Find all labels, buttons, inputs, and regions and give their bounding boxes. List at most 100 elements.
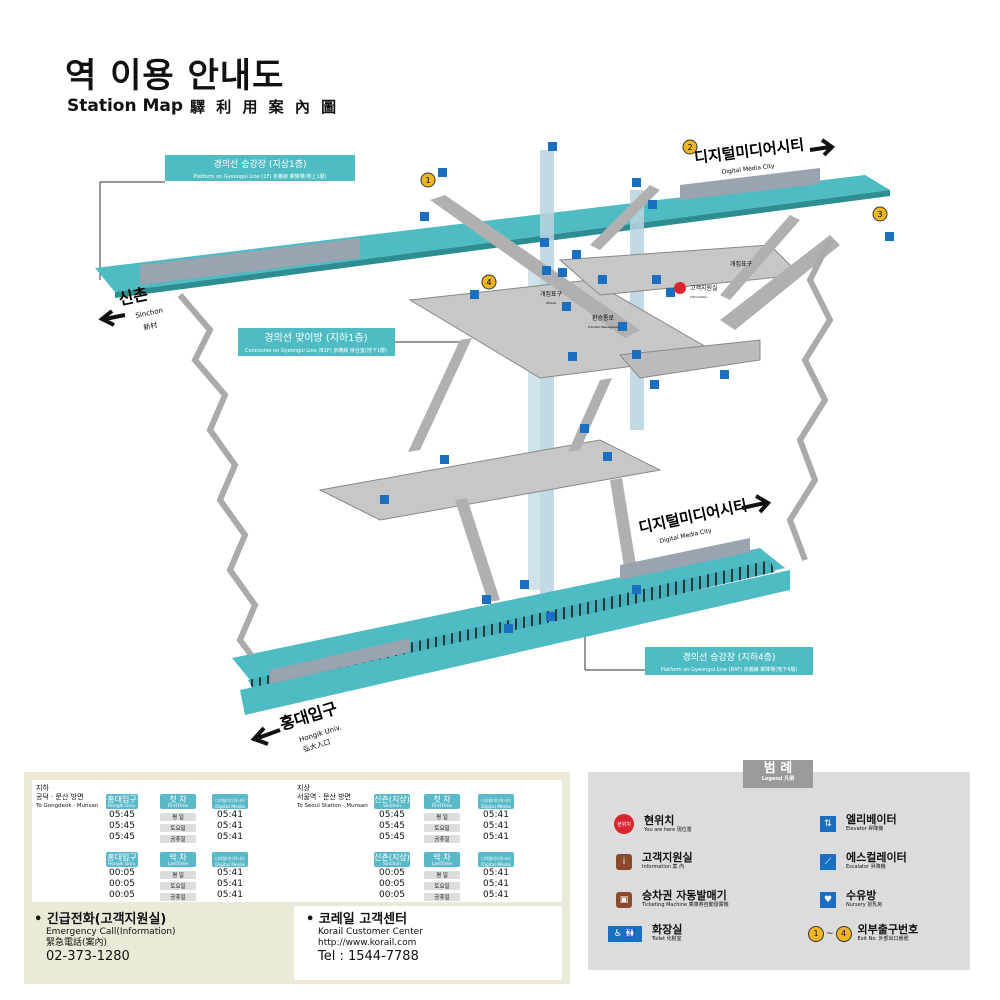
elevator-icon [632, 178, 641, 187]
nursery-icon: ♥ [820, 891, 836, 908]
svg-text:디지털미디어시티: 디지털미디어시티 [693, 136, 805, 167]
you-are-here-icon: 현위치 [614, 814, 634, 834]
ticket-machine-icon [562, 302, 571, 311]
svg-text:Transfer Passageway: Transfer Passageway [587, 325, 620, 329]
svg-text:新村: 新村 [143, 320, 159, 332]
station-badge: 신촌(지상)Sinchon [374, 794, 410, 809]
elevator-icon [520, 580, 529, 589]
label-platform-1f: 경의선 승강장 (지상1층) Platform on Gyeongui Line… [165, 155, 355, 181]
elevator-icon [548, 142, 557, 151]
gate-label-2: 개집표구 [730, 260, 753, 268]
label-concourse-b1f: 경의선 맞이방 (지하1층) Concourse on Gyeongui Lin… [238, 328, 395, 356]
elevator-icon [632, 350, 641, 359]
label-platform-b4f: 경의선 승강장 (지하4층) Platform on Gyeongui Line… [645, 647, 813, 675]
svg-text:Platform on Gyeongui Line (1F): Platform on Gyeongui Line (1F) 京義線 乘降場(地… [193, 173, 326, 180]
escalator-icon [482, 595, 491, 604]
middle-level [318, 439, 662, 521]
escalator-icon [618, 322, 627, 331]
svg-text:경의선 맞이방 (지하1층): 경의선 맞이방 (지하1층) [264, 331, 367, 344]
escalator-icon [568, 352, 577, 361]
station-map-diagram: 1 2 3 4 개집표구 Wicket 환승통로 [95, 136, 894, 754]
gate-label-1: 개집표구 [540, 290, 563, 298]
ticket-machine-icon: ▣ [616, 891, 632, 908]
ticket-machine-icon [558, 268, 567, 277]
elevator-icon [542, 266, 551, 275]
escalator-icon [650, 380, 659, 389]
train-1f-left [140, 238, 360, 285]
elevator-icon: ⇅ [820, 815, 836, 832]
nursery-icon [652, 275, 661, 284]
escalator-icon [572, 250, 581, 259]
page-title-cjk: 驛 利 用 案 內 圖 [190, 98, 340, 116]
svg-text:Sinchon: Sinchon [135, 306, 164, 320]
you-are-here-icon [674, 282, 686, 294]
svg-text:Digital Media City: Digital Media City [721, 163, 775, 176]
train-b4f-left [270, 638, 410, 684]
elevator-icon [648, 200, 657, 209]
escalator-icon [504, 624, 513, 633]
direction-dmc-bottom: 디지털미디어시티 Digital Media City [637, 494, 772, 545]
transfer-label: 환승통로 [592, 314, 615, 322]
information-icon: i [616, 853, 632, 870]
svg-text:경의선 승강장 (지상1층): 경의선 승강장 (지상1층) [214, 158, 307, 170]
escalator-icon [540, 238, 549, 247]
escalator-icon [440, 455, 449, 464]
escalator-icon [632, 585, 641, 594]
escalator-icon [603, 452, 612, 461]
korail-contact: • 코레일 고객센터 Korail Customer Center http:/… [306, 912, 423, 964]
svg-text:2: 2 [687, 143, 692, 152]
station-badge: 신촌(지상)Sinchon [374, 852, 410, 867]
svg-text:Platform on Gyeongui Line (B4F: Platform on Gyeongui Line (B4F) 京義線 乘降場(… [661, 666, 798, 673]
info-label: 고객지원실 [690, 284, 718, 292]
escalator-icon [438, 168, 447, 177]
svg-text:경의선 승강장 (지하4층): 경의선 승강장 (지하4층) [683, 651, 776, 663]
escalator-icon [598, 275, 607, 284]
emergency-contact: • 긴급전화(고객지원실) Emergency Call(Information… [34, 912, 176, 964]
direction-label: 지하 [36, 784, 49, 792]
exit-4-marker: 4 [481, 274, 497, 290]
escalator-icon: ⟋ [820, 853, 836, 870]
svg-text:Wicket: Wicket [546, 301, 557, 305]
exit-number-icon: 1 ~ 4 [808, 925, 852, 942]
svg-text:Concourse on Gyeongui Line (B1: Concourse on Gyeongui Line (B1F) 京義線 待合室… [245, 347, 387, 354]
svg-text:3: 3 [877, 210, 882, 219]
svg-text:4: 4 [486, 278, 491, 287]
exit-1-marker: 1 [420, 172, 436, 188]
svg-text:Information: Information [690, 295, 707, 299]
elevator-shaft-1 [540, 150, 554, 620]
escalator-icon [580, 424, 589, 433]
escalator-icon [885, 232, 894, 241]
escalator-icon [470, 290, 479, 299]
escalator-icon [420, 212, 429, 221]
svg-text:1: 1 [425, 176, 430, 185]
toilet-icon: ♿ 🚻 [608, 925, 642, 942]
escalator-icon [380, 495, 389, 504]
train-b4f-right [620, 538, 750, 580]
toilet-icon [666, 288, 675, 297]
page-title: 역 이용 안내도 [65, 56, 285, 96]
page-title-en: Station Map [67, 96, 184, 116]
escalator-icon [720, 370, 729, 379]
exit-3-marker: 3 [872, 206, 888, 222]
